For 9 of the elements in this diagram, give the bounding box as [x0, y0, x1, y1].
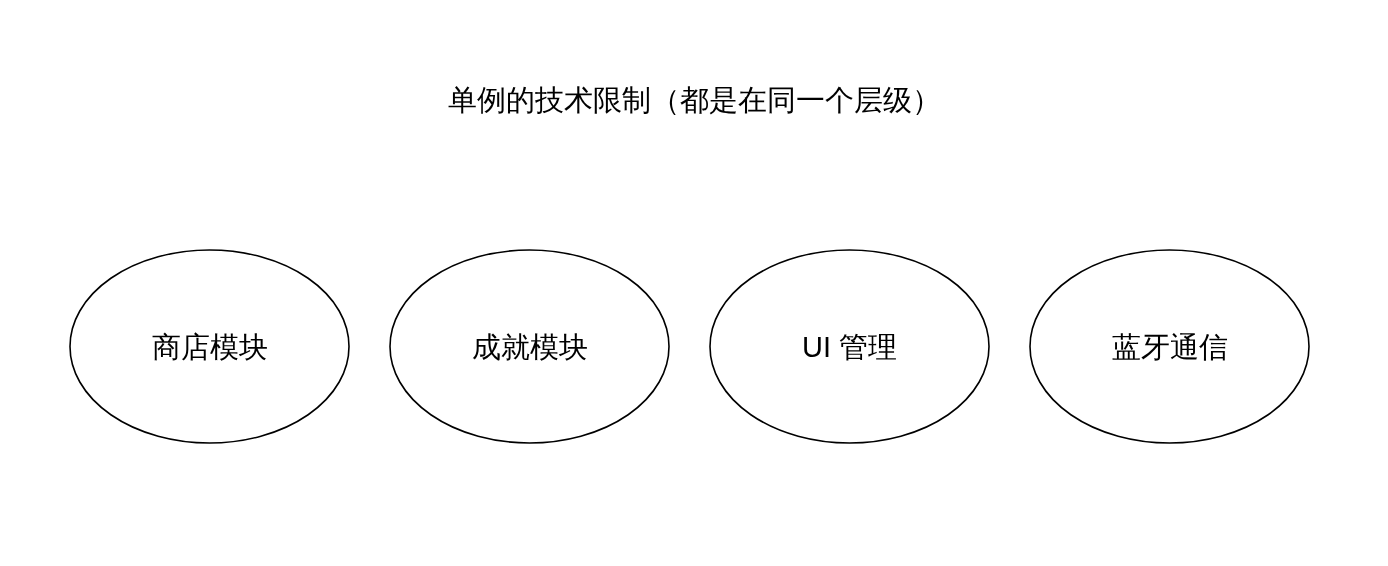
node-label: UI 管理: [801, 329, 898, 365]
ellipse-node: [709, 249, 990, 444]
ellipse-node: [69, 249, 350, 444]
node-label: 蓝牙通信: [1111, 329, 1228, 365]
ellipse-node: [389, 249, 670, 444]
node-label: 商店模块: [151, 329, 268, 365]
diagram-title: 单例的技术限制（都是在同一个层级）: [447, 83, 941, 118]
node-label: 成就模块: [471, 329, 588, 365]
ellipse-node: [1029, 249, 1310, 444]
